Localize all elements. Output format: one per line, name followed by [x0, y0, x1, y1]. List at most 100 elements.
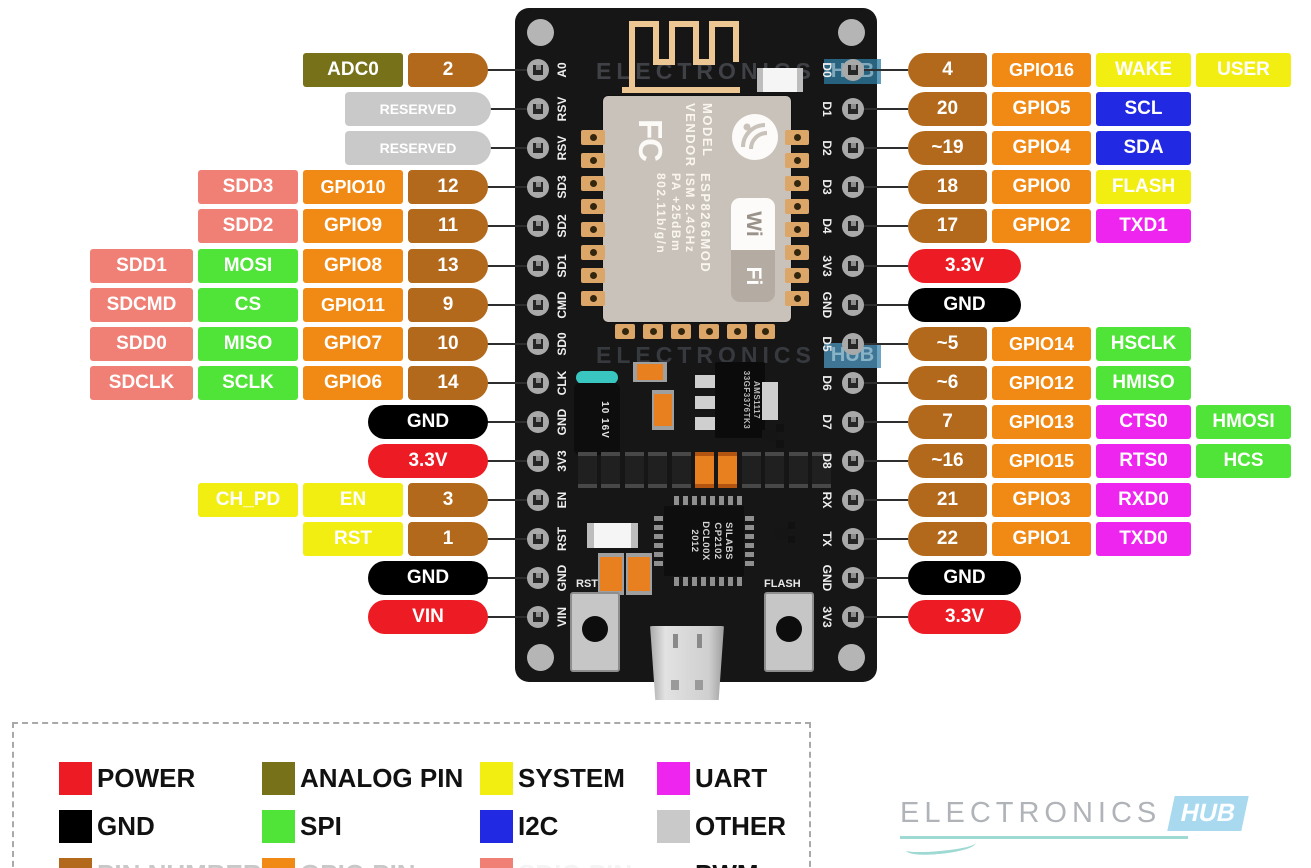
- pin-chip-1: 1: [408, 522, 488, 556]
- pin-hole-center: [533, 534, 543, 544]
- pin-hole: [842, 176, 864, 198]
- pin-hole-center: [533, 378, 543, 388]
- cp2102-text-line: SILABS: [723, 522, 734, 560]
- pin-chip-gpio4: GPIO4: [992, 131, 1091, 165]
- pin-chip-sdd1: SDD1: [90, 249, 193, 283]
- pin-hole-center: [533, 456, 543, 466]
- pin-connector-line: [487, 147, 540, 149]
- module-pad: [581, 222, 605, 237]
- transistor: [762, 430, 778, 442]
- module-pad: [785, 222, 809, 237]
- pin-hole-center: [848, 143, 858, 153]
- pin-chip-17: 17: [908, 209, 987, 243]
- pin-chip-miso: MISO: [198, 327, 298, 361]
- pin-hole: [527, 137, 549, 159]
- pin-hole-center: [533, 221, 543, 231]
- legend-label-gpio-pin: GPIO PIN: [300, 858, 416, 868]
- pin-chip-reserved: RESERVED: [345, 92, 491, 126]
- legend-swatch-power: [59, 762, 92, 795]
- module-pad: [581, 176, 605, 191]
- pin-hole: [527, 489, 549, 511]
- pin-hole: [527, 98, 549, 120]
- chip-pin: [701, 577, 706, 586]
- legend-swatch-gnd: [59, 810, 92, 843]
- logo-swoosh: [905, 836, 977, 857]
- pin-chip-gpio11: GPIO11: [303, 288, 403, 322]
- smd-resistor: [625, 452, 644, 488]
- legend-swatch-analog: [262, 762, 295, 795]
- pin-hole-center: [848, 261, 858, 271]
- pin-hole: [842, 98, 864, 120]
- transistor-lead: [776, 424, 784, 432]
- pin-chip-gnd: GND: [368, 405, 488, 439]
- chip-pin: [654, 516, 663, 521]
- pin-connector-line: [487, 265, 540, 267]
- pin-chip-gpio8: GPIO8: [303, 249, 403, 283]
- legend-swatch-gpio: [262, 858, 295, 868]
- pin-chip-gpio3: GPIO3: [992, 483, 1091, 517]
- pin-connector-line: [853, 265, 908, 267]
- pin-hole: [842, 294, 864, 316]
- pin-chip-11: 11: [408, 209, 488, 243]
- module-pad: [785, 153, 809, 168]
- pin-hole: [842, 137, 864, 159]
- board-pad-label-clk: CLK: [555, 370, 569, 396]
- pin-connector-line: [487, 69, 540, 71]
- board-pad-label-gnd: GND: [555, 564, 569, 592]
- chip-pin: [719, 577, 724, 586]
- mounting-hole: [838, 19, 865, 46]
- pin-chip-gnd: GND: [908, 561, 1021, 595]
- legend-label-power: POWER: [97, 763, 196, 793]
- chip-pin: [745, 552, 754, 557]
- pin-chip-rxd0: RXD0: [1096, 483, 1191, 517]
- pin-hole: [527, 411, 549, 433]
- rst-button-actuator: [582, 616, 608, 642]
- module-pad: [581, 291, 605, 306]
- pin-chip-gpio16: GPIO16: [992, 53, 1091, 87]
- logo-underline: [900, 836, 1188, 839]
- legend-swatch-system: [480, 762, 513, 795]
- board-pad-label-sd2: SD2: [555, 214, 569, 238]
- pin-chip-mosi: MOSI: [198, 249, 298, 283]
- pin-chip-flash: FLASH: [1096, 170, 1191, 204]
- capacitor: [574, 383, 620, 455]
- cp2102-text-line: DCL00X: [700, 521, 712, 561]
- pin-hole: [527, 255, 549, 277]
- board-pad-label-d8: D8: [820, 453, 834, 469]
- pin-chip-4: 4: [908, 53, 987, 87]
- pin-connector-line: [487, 225, 540, 227]
- pin-connector-line: [487, 343, 540, 345]
- legend-swatch-pin: [59, 858, 92, 868]
- pin-chip-gpio1: GPIO1: [992, 522, 1091, 556]
- transistor-lead: [776, 440, 784, 448]
- transistor-lead: [788, 522, 795, 529]
- pin-hole: [527, 450, 549, 472]
- pin-hole-center: [848, 300, 858, 310]
- regulator-label: AMS1117 33GF3376TK3: [721, 364, 761, 436]
- module-pad: [581, 130, 605, 145]
- pin-connector-line: [853, 147, 908, 149]
- regulator-text-line: AMS1117: [752, 380, 761, 420]
- smd-resistor: [742, 452, 761, 488]
- pin-hole: [527, 59, 549, 81]
- pcb-antenna: [622, 21, 740, 93]
- chip-pin: [737, 496, 742, 505]
- pin-connector-line: [487, 577, 540, 579]
- pin-connector-line: [853, 343, 908, 345]
- pin-hole-center: [533, 65, 543, 75]
- pin-chip-hcs: HCS: [1196, 444, 1291, 478]
- pin-hole-center: [533, 573, 543, 583]
- module-pad: [727, 324, 747, 339]
- pin-chip-vin: VIN: [368, 600, 488, 634]
- regulator-lead: [695, 375, 717, 388]
- cp2102-text-line: 2012: [688, 529, 700, 553]
- pin-chip-~5: ~5: [908, 327, 987, 361]
- pin-hole-center: [848, 104, 858, 114]
- pin-connector-line: [853, 460, 908, 462]
- pin-chip-sdcmd: SDCMD: [90, 288, 193, 322]
- pin-chip-wake: WAKE: [1096, 53, 1191, 87]
- pin-connector-line: [853, 616, 908, 618]
- mounting-hole: [527, 644, 554, 671]
- module-pad: [785, 176, 809, 191]
